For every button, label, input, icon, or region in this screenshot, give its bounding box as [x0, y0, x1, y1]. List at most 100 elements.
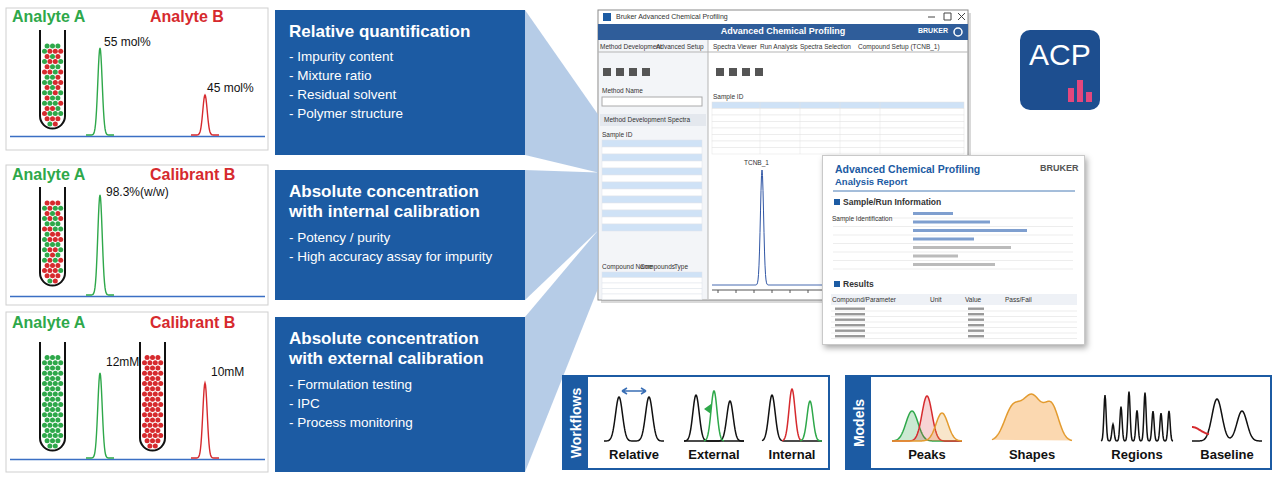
molecule-dot: [53, 371, 58, 376]
molecule-dot: [42, 216, 47, 221]
screen-text: Method Development Spectra: [604, 116, 690, 123]
spectrum-peak: [86, 373, 114, 458]
item-text: Analysis Report: [835, 176, 907, 187]
name-field: [602, 97, 702, 106]
item-text: Shapes: [1009, 447, 1055, 462]
peak-icon: [782, 389, 802, 441]
list-row: [602, 203, 702, 210]
molecule-dot: [42, 59, 47, 64]
screen-text: Pass/Fail: [1005, 296, 1032, 303]
molecule-dot: [153, 360, 158, 365]
molecule-dot: [47, 111, 52, 116]
molecule-dot: [42, 237, 47, 242]
heading-text: ACP: [1029, 38, 1091, 72]
logo-bar: [1086, 92, 1092, 102]
molecule-dot: [150, 407, 155, 412]
axis-tick: [736, 290, 737, 293]
molecule-dot: [58, 49, 63, 54]
molecule-dot: [153, 412, 158, 417]
list-row: [602, 210, 702, 217]
molecule-dot: [58, 216, 63, 221]
screen-text: Method Name: [602, 87, 643, 94]
molecule-dot: [153, 423, 158, 428]
result-cell: [968, 308, 984, 310]
list-row: [602, 140, 702, 147]
molecule-dot: [53, 423, 58, 428]
screen-text: Sample Identification: [832, 215, 892, 222]
molecule-dot: [158, 360, 163, 365]
molecule-dot: [50, 44, 55, 49]
molecule-dot: [58, 371, 63, 376]
molecule-dot: [58, 247, 63, 252]
molecule-dot: [147, 433, 152, 438]
molecule-dot: [58, 423, 63, 428]
molecule-dot: [55, 428, 60, 433]
screen-text: Sample ID: [713, 93, 743, 100]
molecule-dot: [45, 386, 50, 391]
molecule-dot: [55, 242, 60, 247]
molecule-dot: [45, 418, 50, 423]
molecule-dot: [42, 49, 47, 54]
result-row: [831, 322, 1077, 323]
molecule-dot: [47, 268, 52, 273]
region-peak: [1109, 424, 1117, 441]
molecule-dot: [145, 438, 150, 443]
screen-text: Unit: [930, 296, 942, 303]
screen-text: Value: [965, 296, 981, 303]
item-text: Internal: [769, 447, 816, 462]
peak-icon: [1192, 399, 1262, 441]
molecule-dot: [55, 44, 60, 49]
screen-text: TCNB_1: [744, 159, 769, 166]
molecule-dot: [155, 438, 160, 443]
spectrum-baseline: [10, 296, 265, 297]
molecule-dot: [55, 418, 60, 423]
molecule-dot: [42, 258, 47, 263]
molecule-dot: [142, 392, 147, 397]
molecule-dot: [50, 232, 55, 237]
info-row: [833, 260, 1073, 261]
molecule-dot: [53, 258, 58, 263]
analysis-report: Advanced Chemical ProfilingAnalysis Repo…: [822, 155, 1085, 345]
method-box: Relative quantification- Impurity conten…: [275, 10, 525, 155]
item-text: External: [688, 447, 739, 462]
table-column: [880, 102, 881, 154]
molecule-dot: [42, 111, 47, 116]
molecule-dot: [47, 402, 52, 407]
workflows-panel: WorkflowsRelativeExternalInternal: [562, 375, 830, 470]
molecule-dot: [47, 101, 52, 106]
molecule-dot: [53, 412, 58, 417]
region-peak: [1125, 391, 1133, 440]
molecule-dot: [145, 407, 150, 412]
molecule-dot: [153, 402, 158, 407]
molecule-dot: [55, 397, 60, 402]
info-row: [833, 226, 1073, 227]
molecule-dot: [47, 227, 52, 232]
item-text: Peaks: [908, 447, 946, 462]
molecule-dot: [45, 397, 50, 402]
molecule-dot: [155, 428, 160, 433]
molecule-dot: [150, 418, 155, 423]
info-row: [833, 252, 1073, 253]
molecule-dot: [58, 258, 63, 263]
left-pane: [599, 40, 708, 299]
nmr-tube: [40, 342, 65, 451]
spectrum-peak: [191, 383, 219, 458]
molecule-dot: [50, 116, 55, 121]
molecule-dot: [145, 397, 150, 402]
molecule-dot: [50, 64, 55, 69]
molecule-dot: [42, 101, 47, 106]
molecule-dot: [155, 407, 160, 412]
workflow-wedge: [525, 10, 598, 172]
molecule-dot: [150, 428, 155, 433]
molecule-dot: [150, 376, 155, 381]
info-value: [913, 246, 1011, 249]
molecule-dot: [58, 433, 63, 438]
molecule-dot: [42, 227, 47, 232]
list-row: [602, 147, 702, 154]
result-row: [831, 338, 1077, 339]
result-row: [831, 311, 1077, 312]
molecule-dot: [53, 237, 58, 242]
item-text: - Residual solvent: [289, 86, 511, 105]
window-controls: [928, 13, 965, 20]
result-cell: [968, 330, 984, 332]
